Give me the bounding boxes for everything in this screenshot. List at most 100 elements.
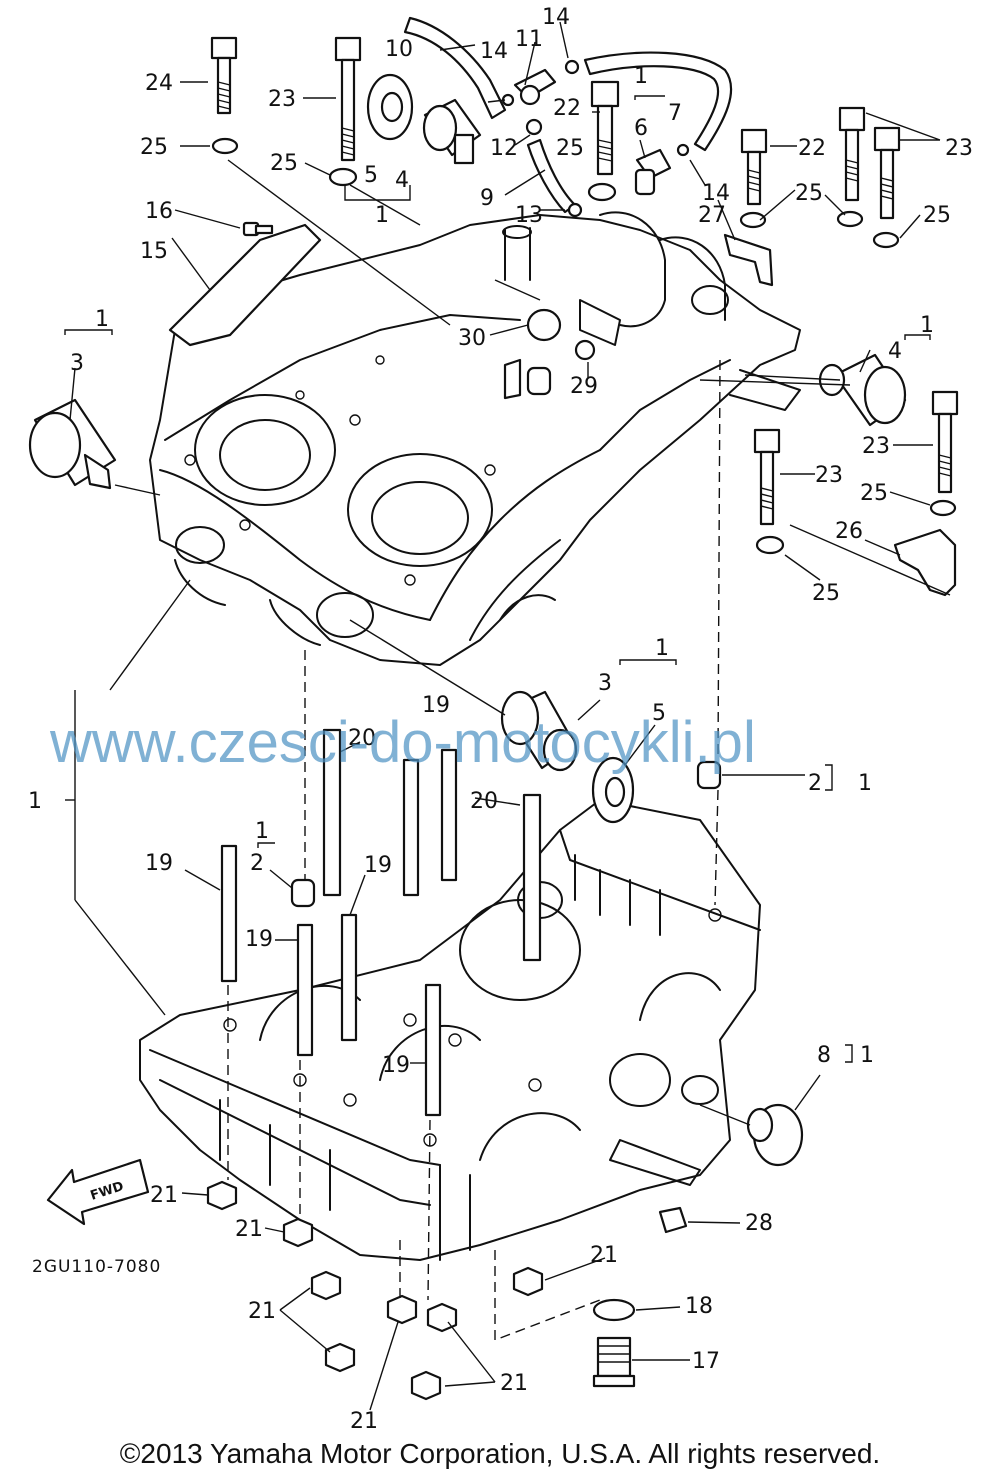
callout: 25 xyxy=(812,581,840,606)
nut-21d xyxy=(324,1342,356,1373)
bearing-4a xyxy=(422,98,482,165)
dowel-2a xyxy=(696,760,722,790)
plug-28 xyxy=(658,1206,688,1234)
callout-labels: 24 23 25 25 5 4 1 10 14 11 14 12 9 25 13… xyxy=(28,5,973,1434)
callout: 15 xyxy=(140,239,168,264)
washer-25b xyxy=(328,167,358,187)
stud-19c xyxy=(340,913,358,1042)
joint-11 xyxy=(501,59,580,107)
hose-9 xyxy=(526,138,577,214)
callout: 17 xyxy=(692,1349,720,1374)
gasket-18 xyxy=(592,1298,636,1322)
callout: 19 xyxy=(422,693,450,718)
bearing-3a xyxy=(28,398,117,490)
washer-25e xyxy=(836,210,864,228)
callout: 19 xyxy=(364,853,392,878)
nut-21g xyxy=(410,1370,442,1401)
stud-19b xyxy=(296,923,314,1057)
stud-20a xyxy=(322,728,342,897)
callout: 1 xyxy=(375,203,389,228)
callout: 3 xyxy=(598,671,612,696)
callout: 20 xyxy=(348,726,376,751)
callout: 1 xyxy=(920,313,934,338)
part-code: 2GU110-7080 xyxy=(32,1257,161,1277)
stud-19a xyxy=(220,844,238,983)
callout: 25 xyxy=(270,151,298,176)
callout: 19 xyxy=(245,927,273,952)
bolt-22a xyxy=(590,80,620,176)
bolt-23c xyxy=(873,126,901,220)
callout: 25 xyxy=(795,181,823,206)
washer-25f xyxy=(872,231,900,249)
oil-seal-5b xyxy=(591,756,635,824)
callout: 9 xyxy=(480,186,494,211)
callout: 7 xyxy=(668,101,682,126)
bolt-22b xyxy=(740,128,768,206)
callout: 2 xyxy=(250,851,264,876)
washer-25h xyxy=(755,535,785,555)
callout: 18 xyxy=(685,1294,713,1319)
leader-lines xyxy=(65,21,951,1411)
bolt-23d xyxy=(931,390,959,494)
group-brackets xyxy=(64,95,931,1063)
washer-25g xyxy=(929,499,957,517)
hose-7 xyxy=(583,51,733,152)
callout: 3 xyxy=(70,351,84,376)
nut-21e xyxy=(386,1294,418,1325)
callout: 13 xyxy=(515,203,543,228)
callout: 14 xyxy=(480,39,508,64)
callout: 1 xyxy=(255,819,269,844)
callout: 1 xyxy=(95,307,109,332)
callout: 21 xyxy=(150,1183,178,1208)
callout: 25 xyxy=(140,135,168,160)
callout: 10 xyxy=(385,37,413,62)
stud-19e xyxy=(440,748,458,882)
drain-bolt-17 xyxy=(592,1336,636,1388)
clip-29 xyxy=(574,339,596,361)
callout: 11 xyxy=(515,27,543,52)
bolt-23a xyxy=(334,36,362,162)
callout: 14 xyxy=(702,181,730,206)
callout: 23 xyxy=(268,87,296,112)
callout: 26 xyxy=(835,519,863,544)
callout: 21 xyxy=(235,1217,263,1242)
nut-21b xyxy=(282,1217,314,1248)
bolt-23e xyxy=(753,428,781,526)
callout: 19 xyxy=(382,1053,410,1078)
callout: 4 xyxy=(395,168,409,193)
stud-19f xyxy=(424,983,442,1117)
callout: 27 xyxy=(698,203,726,228)
callout: 1 xyxy=(655,636,669,661)
callout: 6 xyxy=(634,116,648,141)
callout: 20 xyxy=(470,789,498,814)
callout: 14 xyxy=(542,5,570,30)
oil-seal-5a xyxy=(366,73,414,141)
watermark-text: www.czesci-do-motocykli.pl xyxy=(49,710,756,775)
bearing-4b xyxy=(818,353,907,427)
copyright-notice: ©2013 Yamaha Motor Corporation, U.S.A. A… xyxy=(119,1438,881,1469)
callout: 16 xyxy=(145,199,173,224)
callout: 1 xyxy=(28,789,42,814)
bolt-16 xyxy=(242,221,274,237)
nut-21c xyxy=(310,1270,342,1301)
knock-pin-8 xyxy=(746,1103,804,1167)
cap-30 xyxy=(526,308,562,342)
callout: 4 xyxy=(888,339,902,364)
callout: 1 xyxy=(634,64,648,89)
damper-left xyxy=(503,358,522,400)
nut-21a xyxy=(206,1180,238,1211)
callout: 28 xyxy=(745,1211,773,1236)
callout: 23 xyxy=(945,136,973,161)
callout: 5 xyxy=(652,701,666,726)
bracket-26 xyxy=(893,528,957,597)
washer-25c xyxy=(587,182,617,202)
callout: 25 xyxy=(860,481,888,506)
callout: 22 xyxy=(798,136,826,161)
callout: 24 xyxy=(145,71,173,96)
upper-crankcase xyxy=(149,211,801,666)
washer-25d xyxy=(739,211,767,229)
callout: 30 xyxy=(458,326,486,351)
callout: 2 xyxy=(808,771,822,796)
